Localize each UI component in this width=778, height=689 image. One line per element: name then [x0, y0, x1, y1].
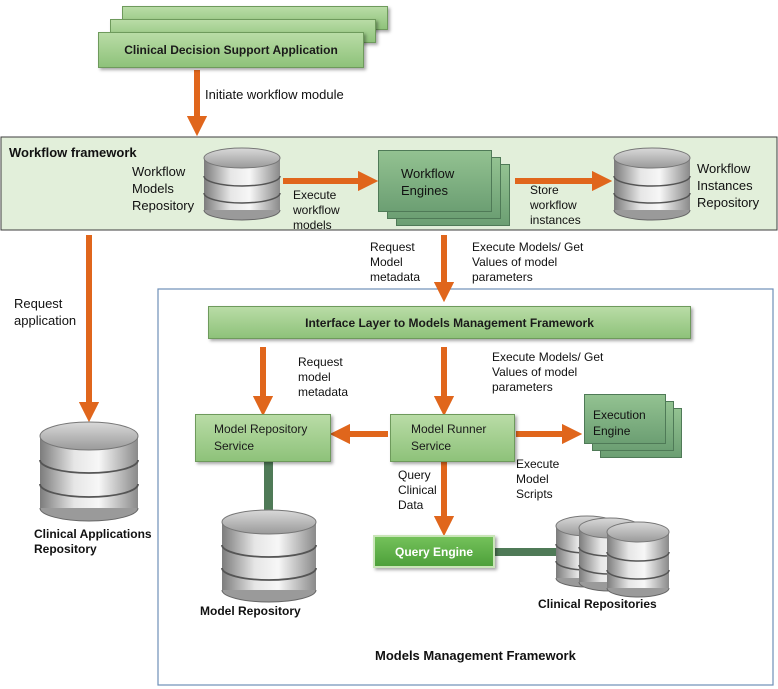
- query-clinical-data-label: Query Clinical Data: [398, 468, 437, 512]
- query-engine-label: Query Engine: [394, 544, 474, 559]
- interface-layer-label: Interface Layer to Models Management Fra…: [305, 315, 594, 330]
- execution-engine-box[interactable]: Execution Engine: [584, 394, 666, 444]
- clinical-applications-repository-label: Clinical Applications Repository: [34, 527, 152, 556]
- workflow-instances-repository-label: Workflow Instances Repository: [697, 161, 760, 210]
- interface-layer-box[interactable]: Interface Layer to Models Management Fra…: [208, 306, 691, 339]
- connector-query-clinical: [494, 548, 564, 556]
- model-repository-service-box[interactable]: Model Repository Service: [195, 414, 331, 462]
- cds-app-label: Clinical Decision Support Application: [124, 43, 338, 57]
- request-application-label: Request application: [14, 296, 77, 328]
- model-runner-service-box[interactable]: Model Runner Service: [390, 414, 515, 462]
- query-engine-box[interactable]: Query Engine: [373, 535, 495, 568]
- mmf-title: Models Management Framework: [375, 648, 576, 663]
- connector-model-repo: [264, 460, 273, 522]
- workflow-models-repository-label: Workflow Models Repository: [132, 164, 195, 213]
- database-icon-workflow-models: [203, 147, 281, 221]
- database-icon-workflow-instances: [613, 147, 691, 221]
- model-repository-label: Model Repository: [200, 604, 301, 618]
- model-runner-service-label: Model Runner Service: [411, 422, 487, 453]
- request-model-metadata-top-label: Request Model metadata: [370, 240, 421, 284]
- workflow-framework-title: Workflow framework: [9, 145, 137, 160]
- execution-engine-label: Execution Engine: [593, 408, 646, 438]
- workflow-engines-label: Workflow Engines: [401, 166, 455, 198]
- mmf-frame: [157, 288, 774, 686]
- database-icon-clinical-apps: [39, 421, 139, 522]
- execute-workflow-models-label: Execute workflow models: [293, 188, 340, 232]
- database-icon-model-repository: [221, 509, 317, 603]
- initiate-workflow-label: Initiate workflow module: [205, 87, 344, 102]
- execute-model-scripts-label: Execute Model Scripts: [516, 457, 560, 501]
- database-icon-clinical-repo-3: [606, 521, 670, 598]
- cds-app-box[interactable]: Clinical Decision Support Application: [98, 32, 364, 68]
- clinical-repositories-label: Clinical Repositories: [538, 597, 657, 611]
- workflow-engines-box[interactable]: Workflow Engines: [378, 150, 492, 212]
- model-repository-service-label: Model Repository Service: [214, 422, 308, 453]
- execute-models-label: Execute Models/ Get Values of model para…: [492, 350, 604, 394]
- request-model-metadata-label: Request model metadata: [298, 355, 349, 399]
- store-workflow-instances-label: Store workflow instances: [530, 183, 581, 227]
- arrows: [78, 70, 613, 537]
- execute-models-top-label: Execute Models/ Get Values of model para…: [472, 240, 584, 284]
